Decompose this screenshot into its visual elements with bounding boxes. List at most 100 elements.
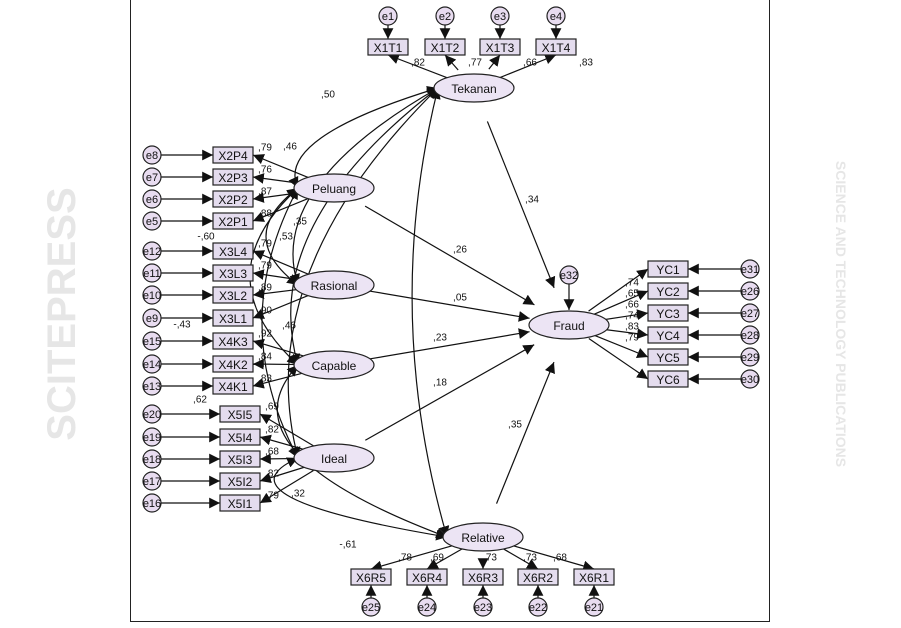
indicator-x1t4-box bbox=[535, 38, 577, 56]
loading-path bbox=[252, 196, 313, 222]
error-label: e32 bbox=[560, 270, 578, 282]
loading-coefficient: ,79 bbox=[625, 333, 639, 344]
latent-capable bbox=[293, 350, 375, 380]
indicator-x3l3-label: X3L3 bbox=[219, 267, 247, 281]
loading-path bbox=[590, 290, 649, 317]
loading-coefficient: ,89 bbox=[258, 283, 272, 294]
latent-label-ideal: Ideal bbox=[321, 452, 347, 466]
loading-coefficient: ,76 bbox=[258, 165, 272, 176]
loading-path bbox=[252, 338, 312, 359]
diagram-frame bbox=[130, 0, 770, 622]
indicator-yc1-label: YC1 bbox=[656, 263, 680, 277]
latent-label-capable: Capable bbox=[312, 359, 357, 373]
loading-coefficient: ,83 bbox=[579, 58, 593, 69]
indicator-x6r5-box bbox=[350, 568, 392, 586]
indicator-x2p2-box bbox=[212, 190, 254, 208]
indicator-x3l3-box bbox=[212, 264, 254, 282]
indicator-x4k1-box bbox=[212, 377, 254, 395]
correlation-arc bbox=[411, 87, 450, 538]
loading-coefficient: ,84 bbox=[258, 352, 272, 363]
indicator-x3l2-label: X3L2 bbox=[219, 289, 247, 303]
error-label: e1 bbox=[382, 11, 394, 23]
indicator-x2p1-box bbox=[212, 212, 254, 230]
loading-coefficient: ,66 bbox=[523, 58, 537, 69]
latent-label-peluang: Peluang bbox=[312, 182, 356, 196]
indicator-x2p4-box bbox=[212, 146, 254, 164]
loading-coefficient: ,73 bbox=[483, 553, 497, 564]
error-label: e16 bbox=[143, 498, 161, 510]
loading-coefficient: ,92 bbox=[258, 329, 272, 340]
indicator-x6r3-label: X6R3 bbox=[468, 571, 498, 585]
indicator-yc4-box bbox=[647, 326, 689, 344]
indicator-yc5-label: YC5 bbox=[656, 351, 680, 365]
error-term bbox=[740, 281, 760, 301]
indicator-x6r5-label: X6R5 bbox=[356, 571, 386, 585]
structural-path bbox=[369, 328, 530, 360]
error-label: e13 bbox=[143, 381, 161, 393]
error-label: e6 bbox=[146, 194, 158, 206]
structural-path bbox=[495, 361, 555, 504]
error-term bbox=[559, 265, 579, 285]
correlation-coefficient: -,61 bbox=[339, 540, 357, 551]
path-coefficient: ,23 bbox=[433, 333, 447, 344]
indicator-x5i5-box bbox=[219, 405, 261, 423]
error-label: e31 bbox=[741, 264, 759, 276]
error-label: e25 bbox=[362, 602, 380, 614]
indicator-x2p4-label: X2P4 bbox=[218, 149, 248, 163]
loading-coefficient: ,65 bbox=[625, 289, 639, 300]
latent-peluang bbox=[293, 173, 375, 203]
error-term bbox=[528, 597, 548, 617]
latent-ideal bbox=[293, 443, 375, 473]
loading-path bbox=[426, 548, 463, 570]
path-coefficient: ,34 bbox=[525, 195, 539, 206]
loading-coefficient: ,87 bbox=[258, 187, 272, 198]
structural-path bbox=[364, 205, 535, 306]
structural-path bbox=[486, 121, 556, 289]
error-term bbox=[142, 167, 162, 187]
indicator-x1t2-label: X1T2 bbox=[431, 41, 460, 55]
loading-coefficient: ,68 bbox=[265, 447, 279, 458]
loading-path bbox=[588, 338, 649, 380]
error-term bbox=[142, 263, 162, 283]
indicator-x3l1-box bbox=[212, 309, 254, 327]
loading-path bbox=[444, 54, 459, 71]
error-term bbox=[142, 145, 162, 165]
correlation-coefficient: ,46 bbox=[282, 321, 296, 332]
path-coefficient: ,18 bbox=[433, 378, 447, 389]
loading-path bbox=[252, 293, 313, 319]
error-label: e21 bbox=[585, 602, 603, 614]
loading-coefficient: ,83 bbox=[258, 374, 272, 385]
latent-rasional bbox=[293, 270, 375, 300]
error-term bbox=[740, 347, 760, 367]
latent-label-relative: Relative bbox=[461, 531, 505, 545]
correlation-arc bbox=[261, 187, 299, 459]
error-term bbox=[142, 354, 162, 374]
error-term bbox=[435, 6, 455, 26]
indicator-x2p3-box bbox=[212, 168, 254, 186]
indicator-x1t3-label: X1T3 bbox=[486, 41, 515, 55]
loading-path bbox=[252, 250, 313, 277]
indicator-x1t3-box bbox=[479, 38, 521, 56]
error-label: e23 bbox=[474, 602, 492, 614]
correlation-coefficient: ,62 bbox=[193, 395, 207, 406]
loading-coefficient: ,88 bbox=[258, 209, 272, 220]
error-term bbox=[546, 6, 566, 26]
indicator-x1t2-box bbox=[424, 38, 466, 56]
indicator-x3l4-box bbox=[212, 242, 254, 260]
error-term bbox=[378, 6, 398, 26]
loading-coefficient: ,78 bbox=[398, 553, 412, 564]
error-label: e7 bbox=[146, 172, 158, 184]
indicator-x6r4-label: X6R4 bbox=[412, 571, 442, 585]
loading-coefficient: ,79 bbox=[258, 143, 272, 154]
loading-path bbox=[588, 268, 649, 312]
indicator-yc2-box bbox=[647, 282, 689, 300]
correlation-coefficient: ,53 bbox=[279, 232, 293, 243]
error-term bbox=[142, 493, 162, 513]
path-coefficient: ,05 bbox=[453, 293, 467, 304]
error-term bbox=[142, 427, 162, 447]
indicator-yc2-label: YC2 bbox=[656, 285, 680, 299]
error-term bbox=[361, 597, 381, 617]
error-term bbox=[740, 369, 760, 389]
error-label: e30 bbox=[741, 374, 759, 386]
indicator-x5i4-box bbox=[219, 428, 261, 446]
